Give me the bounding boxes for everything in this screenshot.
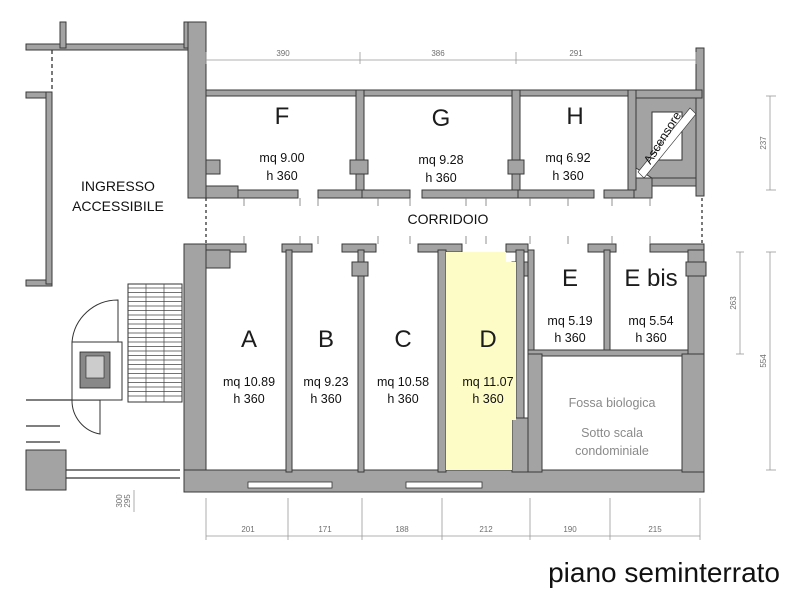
room-g-height: h 360: [425, 171, 456, 185]
room-f-area: mq 9.00: [259, 151, 304, 165]
room-h-label: H: [566, 103, 583, 130]
room-e-label: E: [562, 265, 578, 292]
dim-top-2: 386: [431, 49, 445, 58]
room-d-area: mq 11.07: [462, 375, 513, 389]
room-g-area: mq 9.28: [418, 153, 463, 167]
dim-left-2: 295: [123, 494, 132, 508]
room-b-label: B: [318, 326, 334, 353]
dim-right-1: 237: [759, 136, 768, 150]
room-d-height: h 360: [472, 392, 503, 406]
stair-lift: [71, 299, 123, 435]
entrance-walls: [25, 21, 191, 491]
dim-bottom-5: 190: [563, 525, 577, 534]
corridor-label: CORRIDOIO: [408, 211, 489, 227]
room-d-highlight: [446, 252, 516, 470]
dim-bottom-2: 171: [318, 525, 332, 534]
room-d-label: D: [479, 326, 496, 353]
room-c-label: C: [394, 326, 411, 353]
room-e-area: mq 5.19: [547, 314, 592, 328]
dim-top-1: 390: [276, 49, 290, 58]
dim-bottom-1: 201: [241, 525, 255, 534]
dim-top-3: 291: [569, 49, 583, 58]
entrance-label-line2: ACCESSIBILE: [72, 198, 164, 214]
room-f-label: F: [275, 103, 290, 130]
room-a-label: A: [241, 326, 257, 353]
room-ebis-height: h 360: [635, 331, 666, 345]
dim-bottom-4: 212: [479, 525, 493, 534]
room-f-height: h 360: [266, 169, 297, 183]
main-walls: [183, 21, 707, 493]
dim-right-3: 554: [759, 354, 768, 368]
room-c-height: h 360: [387, 392, 418, 406]
room-e-height: h 360: [554, 331, 585, 345]
room-c-area: mq 10.58: [377, 375, 429, 389]
room-ebis-area: mq 5.54: [628, 314, 673, 328]
plan-title: piano seminterrato: [548, 557, 780, 588]
room-h-area: mq 6.92: [545, 151, 590, 165]
room-a-area: mq 10.89: [223, 375, 275, 389]
room-b-area: mq 9.23: [303, 375, 348, 389]
room-a-height: h 360: [233, 392, 264, 406]
dim-right-2: 263: [729, 296, 738, 310]
dim-bottom-6: 215: [648, 525, 662, 534]
room-h-height: h 360: [552, 169, 583, 183]
septic-label: Fossa biologica: [569, 396, 656, 410]
under-stairs-line1: Sotto scala: [581, 426, 643, 440]
room-ebis-label: E bis: [624, 265, 677, 292]
dimension-lines: [133, 52, 776, 540]
entrance-label-line1: INGRESSO: [81, 178, 155, 194]
under-stairs-line2: condominiale: [575, 444, 649, 458]
door-marks: [243, 198, 651, 244]
staircase: [127, 283, 183, 403]
dim-bottom-3: 188: [395, 525, 409, 534]
elevator-shaft: [635, 97, 697, 179]
room-b-height: h 360: [310, 392, 341, 406]
dim-left-1: 300: [115, 494, 124, 508]
room-g-label: G: [432, 105, 451, 132]
